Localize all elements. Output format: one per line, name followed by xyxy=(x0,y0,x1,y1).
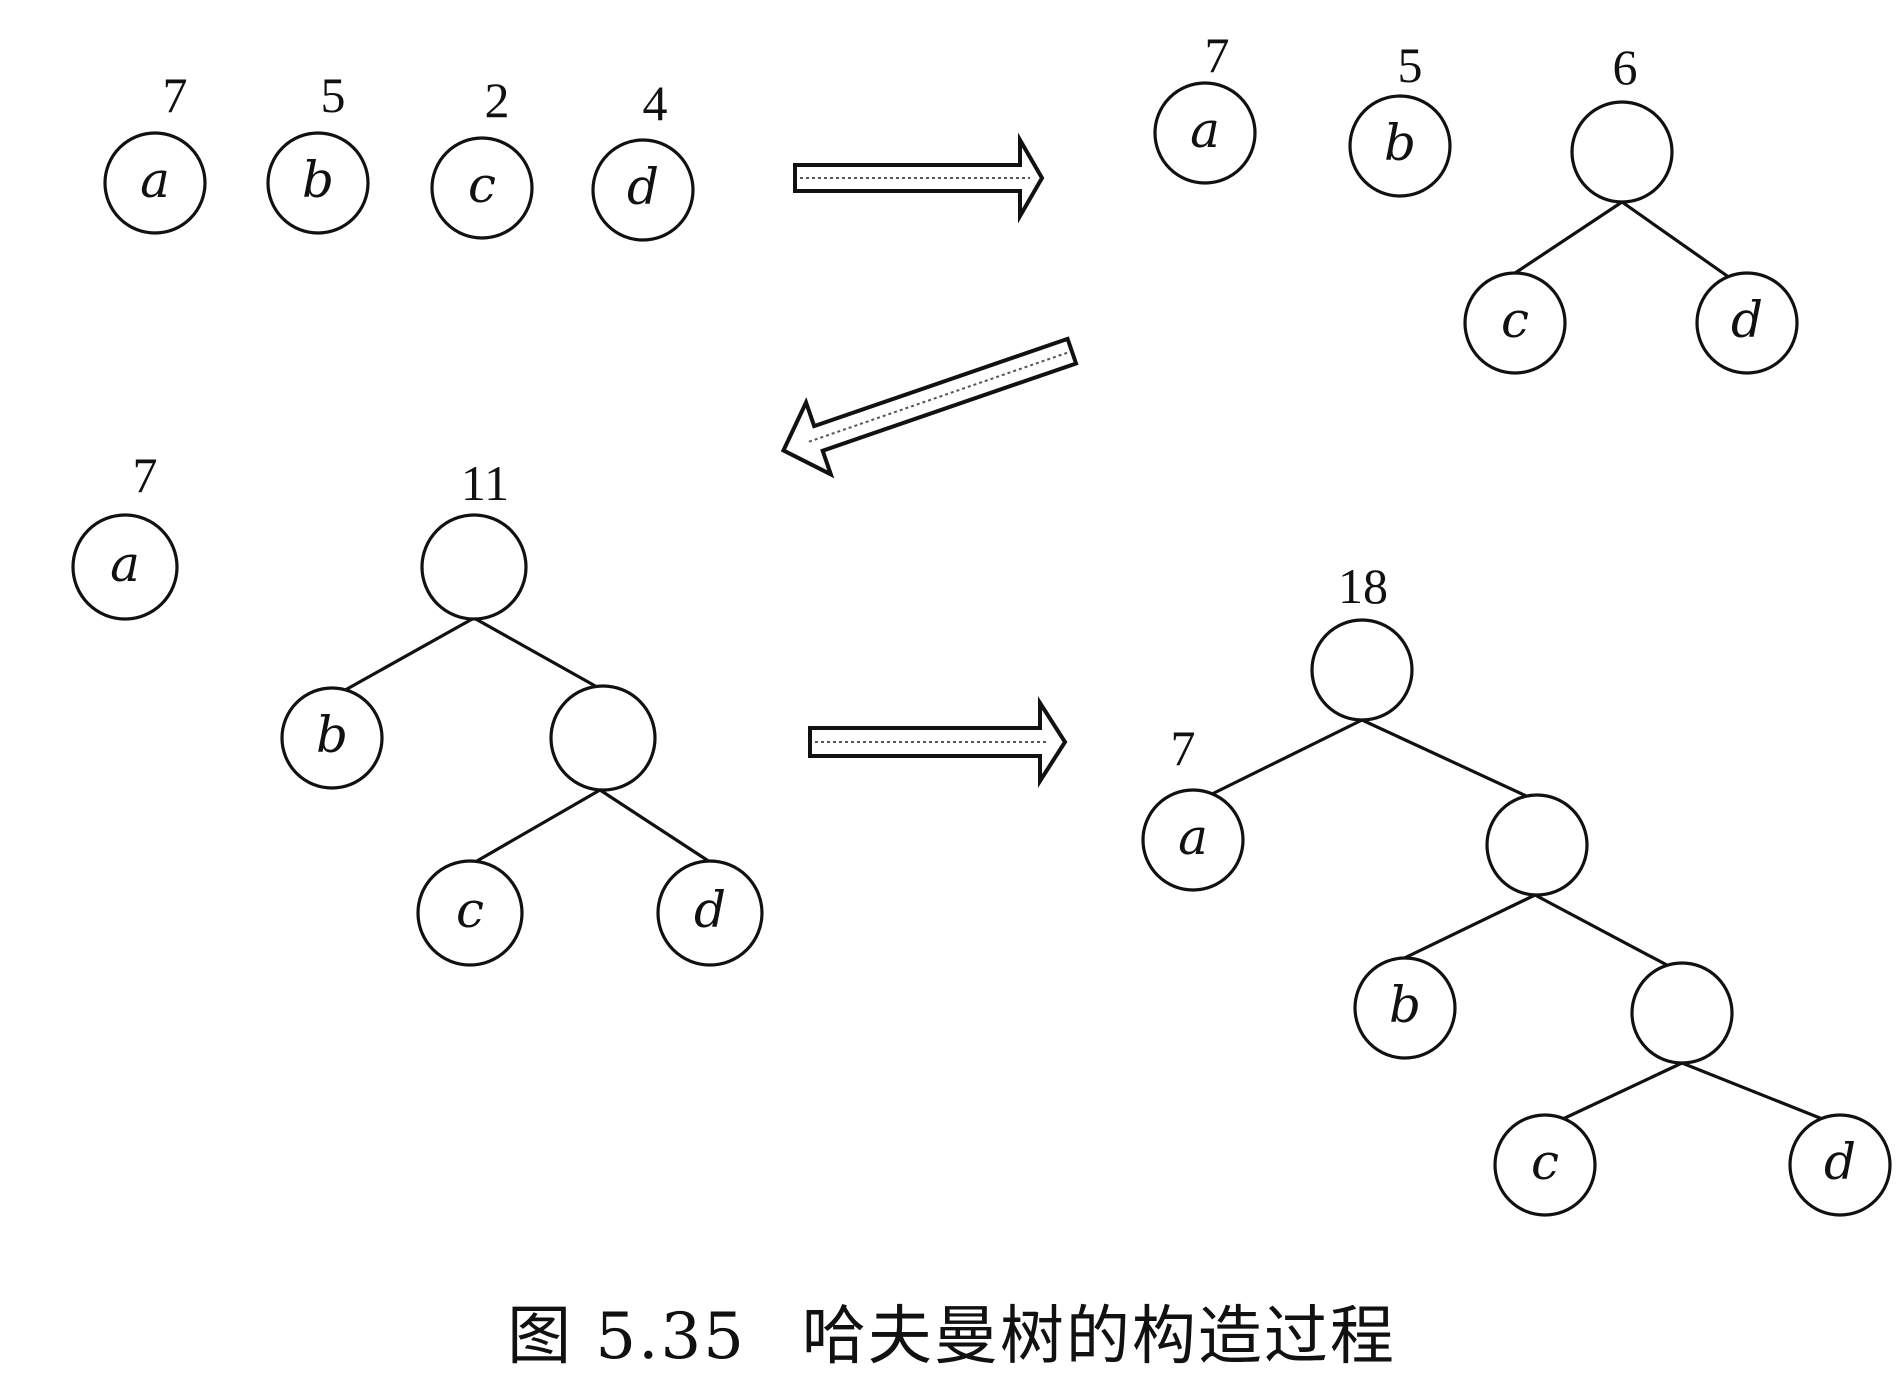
node-internal xyxy=(549,684,657,792)
node-label: b xyxy=(1384,114,1416,172)
node-weight: 5 xyxy=(1398,37,1423,93)
node-weight: 7 xyxy=(163,67,188,123)
stage-2: 7 a 5 b 6 c d xyxy=(1153,27,1799,375)
node-label: c xyxy=(456,881,484,939)
node-d: d xyxy=(1695,271,1799,375)
node-a: 7 a xyxy=(1153,27,1257,185)
node-label: d xyxy=(1731,291,1763,349)
node-label: c xyxy=(1531,1133,1559,1191)
stage-4: 18 7 a b c xyxy=(1141,558,1892,1217)
node-weight: 7 xyxy=(1205,27,1230,83)
edges xyxy=(320,616,712,867)
node-c: 2 c xyxy=(430,72,534,240)
node-label: d xyxy=(694,881,726,939)
node-a: 7 a xyxy=(103,67,207,235)
node-weight: 11 xyxy=(461,455,509,511)
figure-title: 哈夫曼树的构造过程 xyxy=(801,1300,1396,1374)
node-label: a xyxy=(140,151,170,209)
edges xyxy=(1208,718,1847,1130)
edges xyxy=(1495,200,1742,287)
arrow-right-1 xyxy=(793,132,1045,224)
node-weight: 18 xyxy=(1338,558,1388,614)
node-weight: 7 xyxy=(1171,720,1196,776)
node-label: d xyxy=(627,158,659,216)
node-b: 5 b xyxy=(1348,37,1452,198)
node-label: d xyxy=(1824,1133,1856,1191)
node-b: 5 b xyxy=(266,67,370,235)
node-label: a xyxy=(1190,101,1220,159)
node-root-18: 18 xyxy=(1310,558,1414,722)
node-internal xyxy=(1630,961,1734,1065)
node-weight: 4 xyxy=(643,75,668,131)
node-internal-11: 11 xyxy=(420,455,528,621)
figure-number: 图 5.35 xyxy=(507,1300,746,1374)
figure-caption: 图 5.35 哈夫曼树的构造过程 xyxy=(0,1285,1903,1377)
arrow-down-left xyxy=(780,336,1079,479)
node-a: 7 a xyxy=(71,447,179,621)
stage-1: 7 a 5 b 2 c 4 d xyxy=(103,67,695,242)
stage-3: 7 a 11 b c d xyxy=(71,447,764,967)
node-a: 7 a xyxy=(1141,720,1245,892)
node-internal-6: 6 xyxy=(1570,39,1674,204)
node-weight: 6 xyxy=(1613,39,1638,95)
node-label: c xyxy=(468,156,496,214)
node-d: d xyxy=(656,859,764,967)
node-d: d xyxy=(1788,1113,1892,1217)
node-weight: 7 xyxy=(133,447,158,503)
arrow-right-2 xyxy=(808,696,1068,788)
node-b: b xyxy=(1353,956,1457,1060)
node-label: a xyxy=(110,535,140,593)
node-weight: 5 xyxy=(321,67,346,123)
node-internal xyxy=(1485,793,1589,897)
node-label: b xyxy=(1389,976,1421,1034)
node-label: b xyxy=(302,151,334,209)
node-label: a xyxy=(1178,808,1208,866)
node-label: b xyxy=(316,706,348,764)
node-c: c xyxy=(416,859,524,967)
node-c: c xyxy=(1463,271,1567,375)
node-b: b xyxy=(280,686,384,790)
node-c: c xyxy=(1493,1113,1597,1217)
node-weight: 2 xyxy=(485,72,510,128)
node-label: c xyxy=(1501,291,1529,349)
node-d: 4 d xyxy=(591,75,695,242)
